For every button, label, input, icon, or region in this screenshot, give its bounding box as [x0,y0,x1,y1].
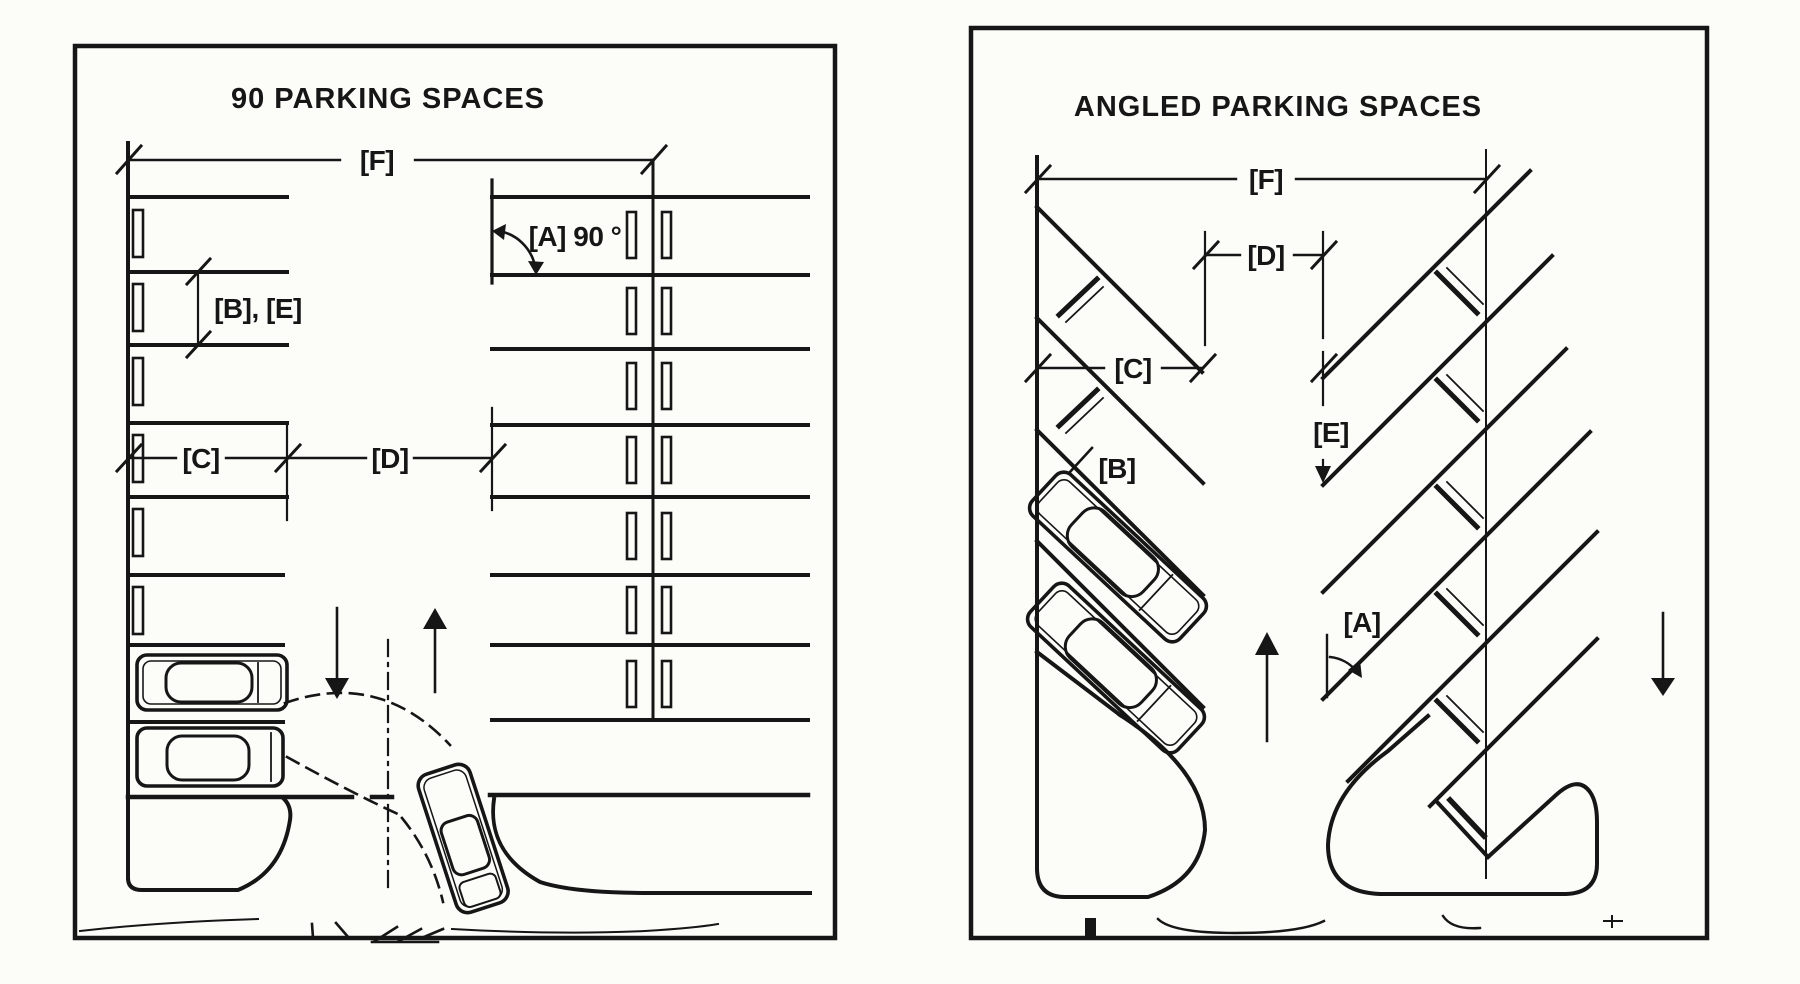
stall-lines [490,195,810,722]
dim-label-d: [D] [1247,240,1284,271]
angled-stall-lines [1034,204,1206,718]
right-angled-column [1320,149,1600,879]
aisle-markings [1255,611,1675,743]
dimension-c: [C] [114,421,303,522]
stall-lines [126,195,289,724]
right-stall-column [487,158,811,798]
stall-end-cap [1435,800,1491,860]
driveway-marks [1085,914,1623,936]
wheel-stops [1055,275,1105,435]
down-arrowhead [325,678,349,699]
dim-label-d: [D] [371,443,408,474]
turning-path-dashed [283,691,452,904]
curb-marker [1085,918,1096,936]
dimension-d: [D] [285,406,508,512]
island-curb [1034,712,1599,899]
panel-title: 90 PARKING SPACES [231,83,545,115]
dimension-d: [D] [1191,230,1339,347]
panel-border [72,43,838,941]
up-arrowhead [423,608,447,629]
dimension-f: [F] [114,143,669,176]
angle-annotation: [A] [1325,607,1381,699]
angled-parked-car [1027,470,1209,644]
dimension-f: [F] [1023,163,1502,195]
dimension-b: [B] [1067,446,1136,484]
arrowhead [1348,660,1362,678]
dim-label-e: [E] [1313,417,1349,448]
dim-label-f: [F] [360,145,394,176]
wheel-stop-pairs [1433,266,1488,840]
dim-label-a: [A] [1343,607,1380,638]
wheel-stop-pairs [625,210,673,709]
dim-label-c: [C] [182,443,219,474]
dimension-c: [C] [1023,352,1218,384]
island-curb [125,795,812,895]
left-angled-column [1034,155,1206,870]
angled-parked-car [1025,581,1207,755]
panel-angled-parking: ANGLED PARKING SPACES [F] [C] [968,25,1710,941]
arrowhead-left [492,224,506,240]
panel-90-parking: 90 PARKING SPACES [F] [B], [ [72,43,838,944]
angled-stall-lines [1320,168,1600,809]
up-arrowhead [1255,632,1279,655]
turning-car [416,762,510,915]
dim-label-b: [B] [1098,453,1135,484]
aisle-markings [325,606,447,892]
parked-car [135,653,289,712]
arrowhead-down [528,261,544,275]
down-arrowhead [1651,678,1675,696]
panel-title: ANGLED PARKING SPACES [1074,91,1482,123]
arrowhead-down [1315,466,1331,483]
angle-annotation: [A] 90 ° [490,178,622,285]
dim-label-a: [A] 90 ° [529,221,622,252]
dimension-be: [B], [E] [184,256,302,360]
dim-label-f: [F] [1249,164,1283,195]
dimension-e: [E] [1309,350,1349,483]
panel-border [968,25,1710,941]
driveway-marks [78,917,720,944]
parked-car [135,726,285,788]
dim-label-be: [B], [E] [214,293,302,324]
dim-label-c: [C] [1114,353,1151,384]
